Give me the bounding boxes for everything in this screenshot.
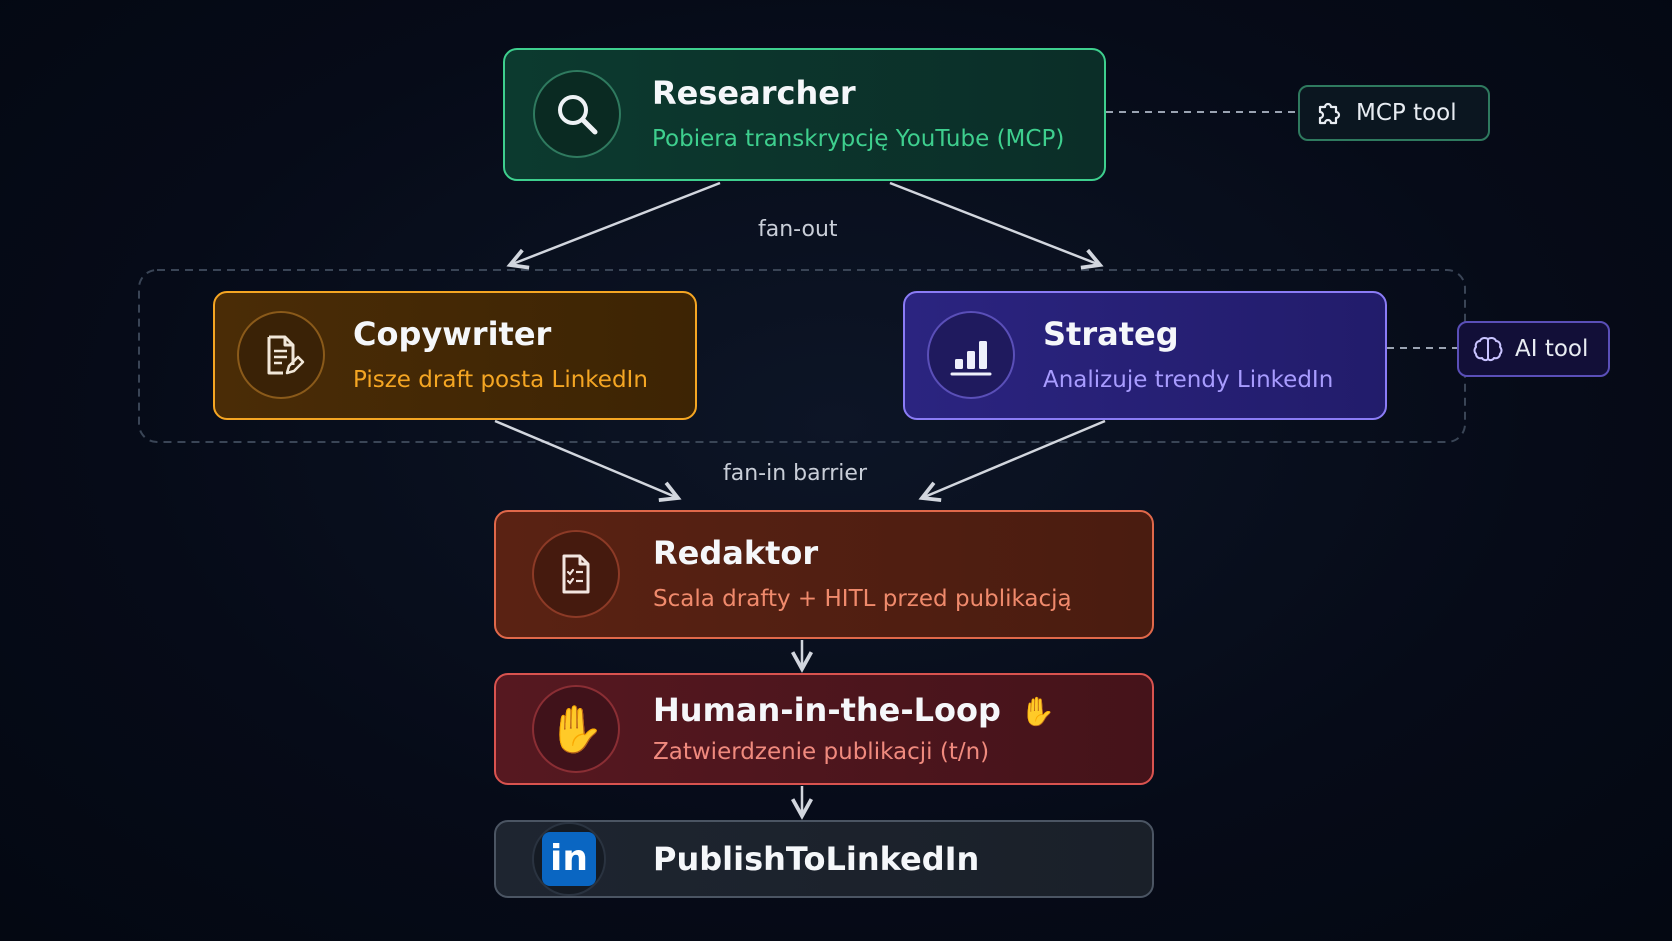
hitl-subtitle: Zatwierdzenie publikacji (t/n)	[653, 739, 990, 765]
publish-title: PublishToLinkedIn	[653, 840, 980, 878]
fan-in-arrow-right	[922, 419, 1106, 498]
checklist-document-icon	[562, 554, 590, 594]
raised-hand-icon: ✋	[547, 702, 605, 756]
ai-tool-badge[interactable]: AI tool	[1457, 321, 1610, 377]
linkedin-logo-text: in	[550, 838, 588, 879]
brain-icon	[1473, 336, 1503, 362]
strateg-subtitle: Analizuje trendy LinkedIn	[1043, 367, 1334, 393]
publish-icon-circle: in	[532, 822, 606, 896]
copywriter-node[interactable]: Copywriter Pisze draft posta LinkedIn	[213, 291, 697, 420]
redaktor-subtitle: Scala drafty + HITL przed publikacją	[653, 586, 1072, 612]
mcp-tool-label: MCP tool	[1356, 100, 1457, 126]
hitl-title: Human-in-the-Loop ✋	[653, 691, 1055, 729]
fan-in-label: fan-in barrier	[723, 461, 867, 486]
search-icon	[558, 95, 598, 135]
strateg-node[interactable]: Strateg Analizuje trendy LinkedIn	[903, 291, 1387, 420]
redaktor-icon-circle	[532, 530, 620, 618]
hitl-title-text: Human-in-the-Loop	[653, 691, 1001, 729]
redaktor-title: Redaktor	[653, 534, 819, 572]
fan-out-arrow-right	[889, 181, 1100, 265]
hitl-icon-circle: ✋	[532, 685, 620, 773]
copywriter-subtitle: Pisze draft posta LinkedIn	[353, 367, 648, 393]
researcher-icon-circle	[533, 70, 621, 158]
linkedin-logo-icon: in	[542, 832, 596, 886]
redaktor-node[interactable]: Redaktor Scala drafty + HITL przed publi…	[494, 510, 1154, 639]
fan-out-arrow-left	[510, 181, 721, 265]
strateg-icon-circle	[927, 311, 1015, 399]
copywriter-title: Copywriter	[353, 315, 552, 353]
document-pen-icon	[267, 335, 305, 375]
publish-node[interactable]: in PublishToLinkedIn	[494, 820, 1154, 898]
fan-in-arrow-left	[494, 419, 678, 498]
researcher-title: Researcher	[652, 74, 856, 112]
copywriter-icon-circle	[237, 311, 325, 399]
bar-chart-icon	[950, 341, 992, 376]
ai-tool-label: AI tool	[1515, 336, 1589, 362]
researcher-subtitle: Pobiera transkrypcję YouTube (MCP)	[652, 126, 1065, 152]
fan-out-label: fan-out	[758, 217, 838, 242]
hitl-title-emoji: ✋	[1020, 695, 1055, 728]
mcp-tool-badge[interactable]: MCP tool	[1298, 85, 1490, 141]
hitl-node[interactable]: ✋ Human-in-the-Loop ✋ Zatwierdzenie publ…	[494, 673, 1154, 785]
puzzle-icon	[1318, 102, 1341, 125]
researcher-node[interactable]: Researcher Pobiera transkrypcję YouTube …	[503, 48, 1106, 181]
strateg-title: Strateg	[1043, 315, 1179, 353]
